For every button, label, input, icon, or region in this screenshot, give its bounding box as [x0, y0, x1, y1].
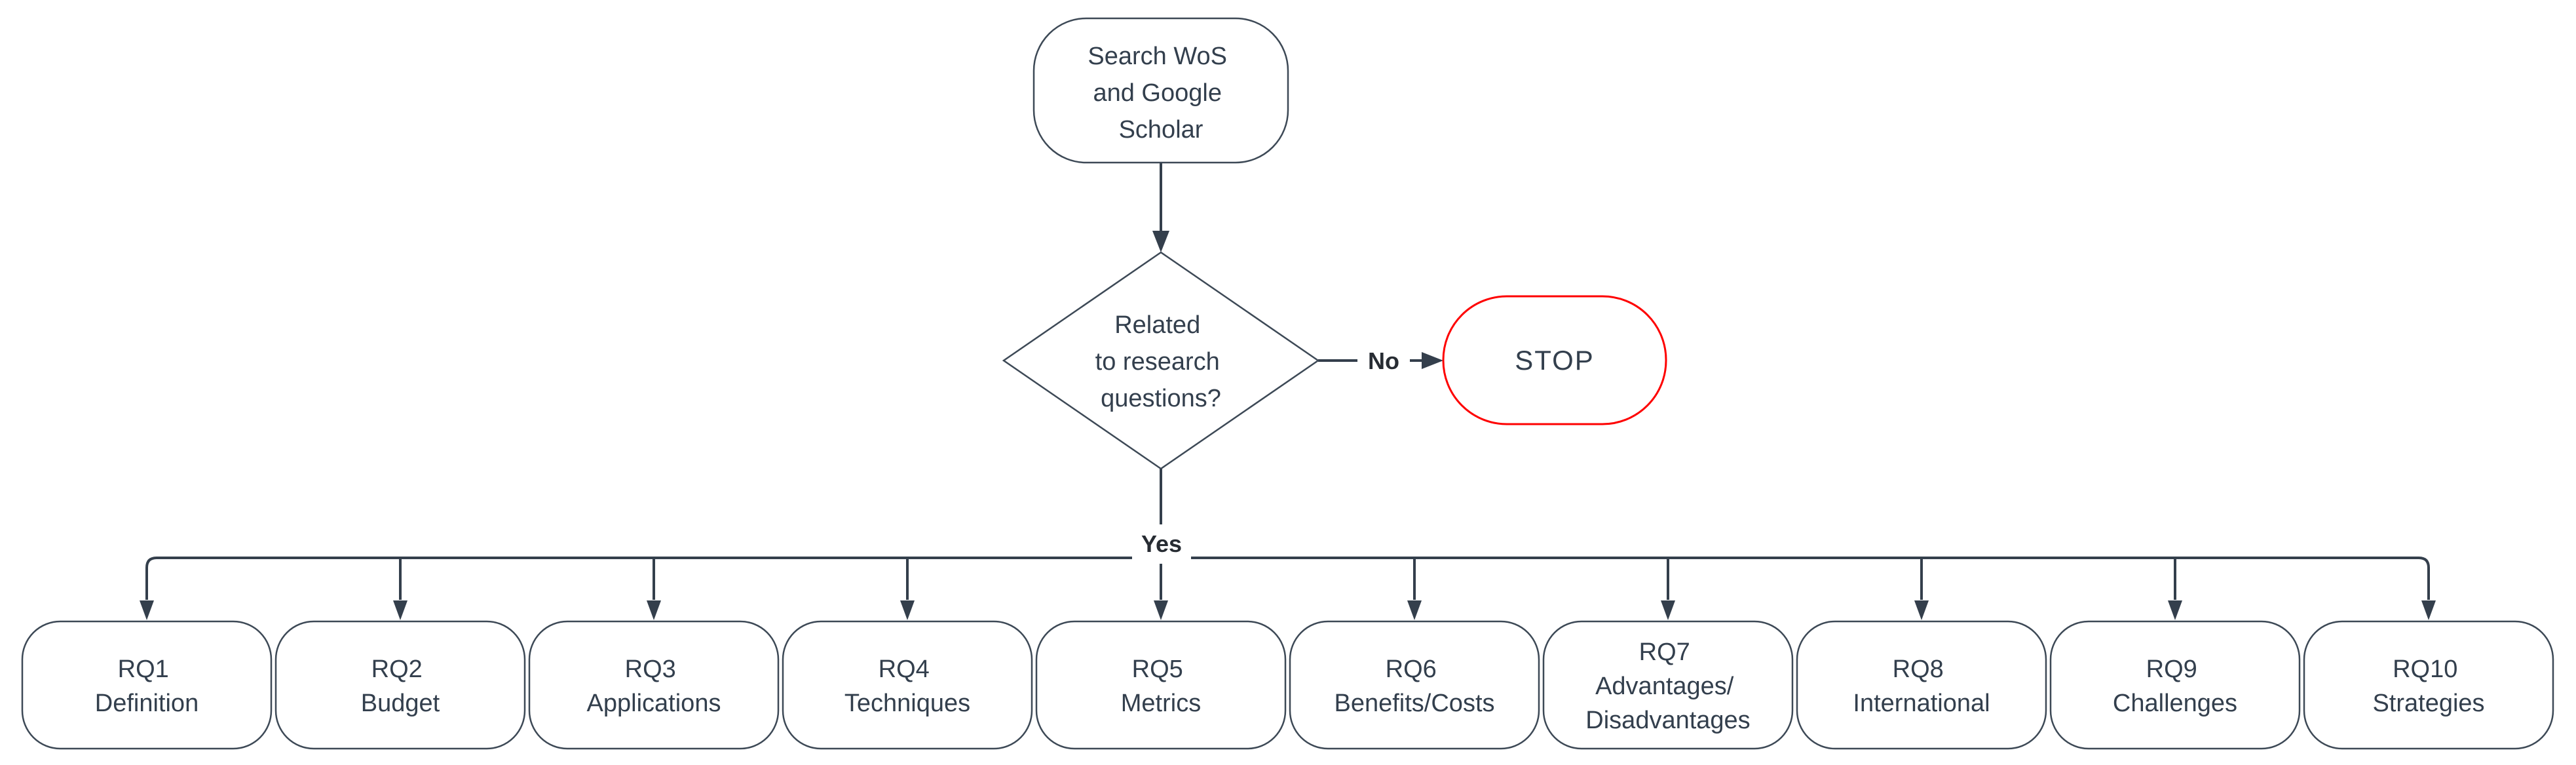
no-edge-label: No	[1368, 347, 1399, 374]
decision-node-label-line-2: to research	[1095, 348, 1220, 376]
rq-node-10-line-2: Strategies	[2372, 690, 2484, 717]
connector-no: No	[1318, 344, 1443, 377]
rq-node-7-line-3: Disadvantages	[1585, 707, 1750, 734]
arrowhead-into-rq6	[1407, 600, 1422, 620]
rq-node-7-line-1: RQ7	[1639, 638, 1690, 666]
decision-node-label: Related to research questions?	[1095, 311, 1227, 412]
rq-node-1-line-2: Definition	[95, 690, 199, 717]
rq-node-8: RQ8 International	[1796, 620, 2047, 750]
rq-node-1: RQ1 Definition	[21, 620, 273, 750]
rq-node-6-line-1: RQ6	[1386, 656, 1437, 683]
yes-label-backdrop	[1132, 524, 1191, 562]
rq-node-9-line-1: RQ9	[2146, 656, 2197, 683]
arrowhead-into-stop	[1422, 352, 1443, 369]
rq-node-5-label: RQ5 Metrics	[1121, 656, 1201, 717]
no-label-backdrop	[1357, 344, 1410, 377]
stop-node: STOP	[1442, 295, 1667, 425]
arrowhead-into-rq1	[140, 600, 154, 620]
distribution-line	[140, 557, 2436, 620]
connector-start-to-decision	[1152, 163, 1169, 252]
arrowhead-into-rq7	[1661, 600, 1675, 620]
rq-node-3-line-1: RQ3	[625, 656, 676, 683]
arrowhead-into-rq9	[2168, 600, 2182, 620]
arrowhead-into-decision	[1152, 231, 1169, 252]
rq-node-4-line-1: RQ4	[879, 656, 930, 683]
connector-yes: Yes	[1132, 469, 1191, 620]
rq-node-4-label: RQ4 Techniques	[844, 656, 970, 717]
decision-node-label-line-3: questions?	[1101, 385, 1221, 412]
arrowhead-into-rq10	[2421, 600, 2436, 620]
rq-node-3: RQ3 Applications	[528, 620, 780, 750]
rq-node-1-label: RQ1 Definition	[95, 656, 199, 717]
rq-node-2: RQ2 Budget	[275, 620, 526, 750]
start-node-label-line-1: Search WoS	[1088, 43, 1227, 70]
arrowhead-into-rq4	[900, 600, 915, 620]
rq-node-8-label: RQ8 International	[1853, 656, 1990, 717]
rq-node-3-label: RQ3 Applications	[587, 656, 721, 717]
rq-node-9: RQ9 Challenges	[2049, 620, 2301, 750]
rq-node-6-label: RQ6 Benefits/Costs	[1335, 656, 1495, 717]
decision-node: Related to research questions?	[1002, 251, 1320, 470]
rq-node-6-line-2: Benefits/Costs	[1335, 690, 1495, 717]
rq-node-5-line-2: Metrics	[1121, 690, 1201, 717]
rq-node-8-line-1: RQ8	[1893, 656, 1944, 683]
decision-node-label-line-1: Related	[1114, 311, 1200, 339]
rq-node-3-line-2: Applications	[587, 690, 721, 717]
rq-node-5: RQ5 Metrics	[1035, 620, 1287, 750]
rq-node-4: RQ4 Techniques	[782, 620, 1033, 750]
rq-node-10-label: RQ10 Strategies	[2372, 656, 2484, 717]
rq-node-9-label: RQ9 Challenges	[2113, 656, 2237, 717]
rq-node-1-line-1: RQ1	[118, 656, 169, 683]
rq-node-5-line-1: RQ5	[1132, 656, 1183, 683]
stop-node-label: STOP	[1515, 345, 1595, 376]
start-node-label-line-3: Scholar	[1119, 116, 1203, 144]
rq-node-2-label: RQ2 Budget	[361, 656, 440, 717]
rq-node-7-line-2: Advantages/	[1595, 673, 1734, 700]
rq-node-2-line-2: Budget	[361, 690, 440, 717]
rq-node-8-line-2: International	[1853, 690, 1990, 717]
arrowhead-into-rq3	[647, 600, 661, 620]
rq-node-4-line-2: Techniques	[844, 690, 970, 717]
start-node-label-line-2: and Google	[1093, 79, 1222, 107]
rq-node-10: RQ10 Strategies	[2303, 620, 2554, 750]
yes-edge-label: Yes	[1141, 530, 1182, 557]
rq-node-2-line-1: RQ2	[371, 656, 423, 683]
rq-node-7-label: RQ7 Advantages/ Disadvantages	[1585, 638, 1750, 734]
rq-node-9-line-2: Challenges	[2113, 690, 2237, 717]
arrowhead-into-rq8	[1914, 600, 1929, 620]
rq-node-10-line-1: RQ10	[2393, 656, 2457, 683]
start-node: Search WoS and Google Scholar	[1032, 17, 1289, 164]
rq-node-6: RQ6 Benefits/Costs	[1289, 620, 1540, 750]
arrowhead-into-rq2	[393, 600, 407, 620]
rq-node-7: RQ7 Advantages/ Disadvantages	[1542, 620, 1794, 750]
start-node-label: Search WoS and Google Scholar	[1088, 43, 1234, 144]
arrowhead-into-rq5	[1154, 600, 1168, 620]
